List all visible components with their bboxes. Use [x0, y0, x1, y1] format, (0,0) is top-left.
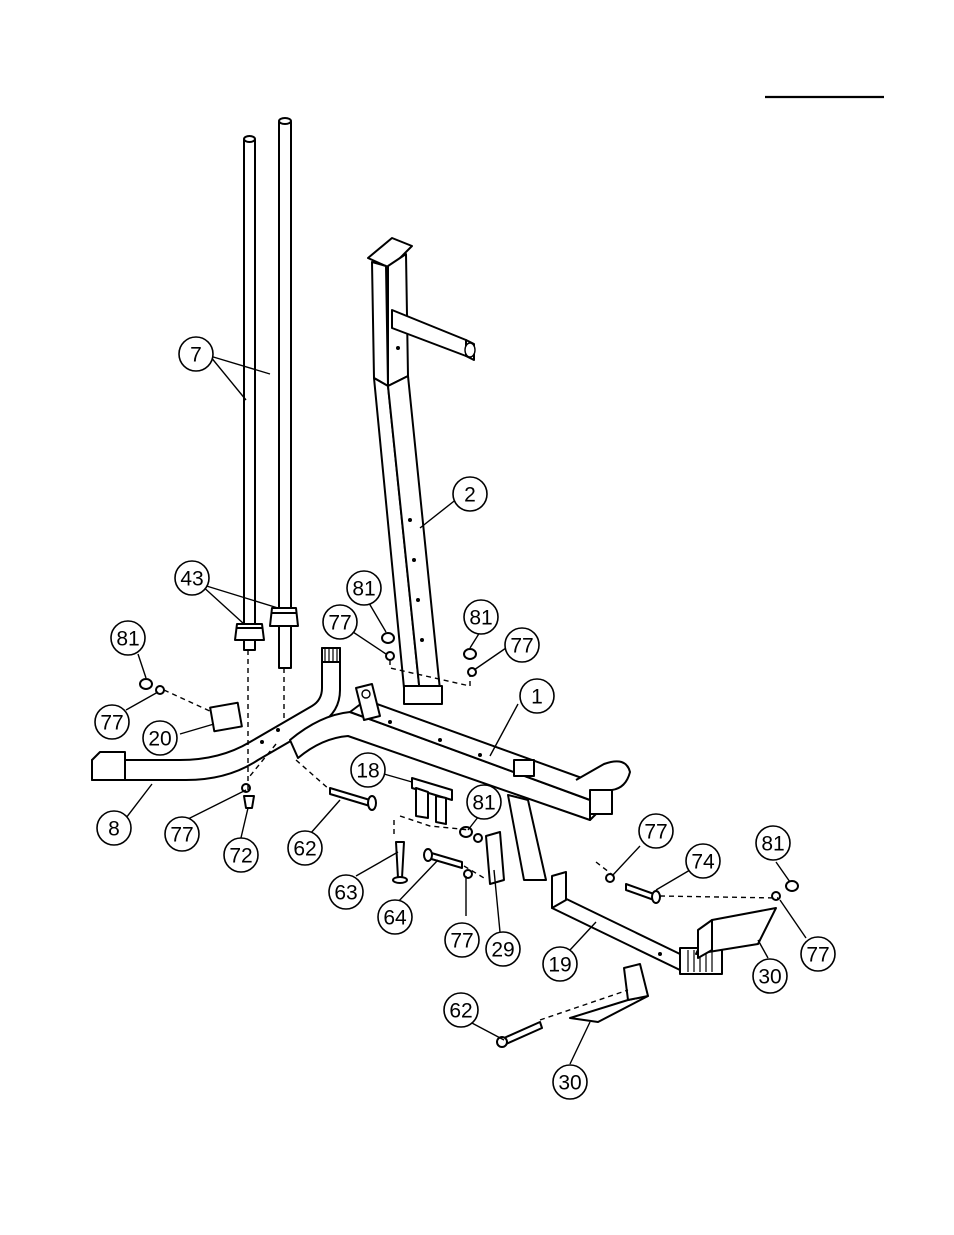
callout-label: 8 — [108, 818, 120, 841]
callout-8: 8 — [97, 811, 131, 845]
callout-label: 77 — [100, 712, 123, 735]
callout-label: 30 — [558, 1072, 581, 1095]
callout-81: 81 — [464, 600, 498, 634]
callout-label: 19 — [548, 954, 571, 977]
callout-label: 77 — [450, 930, 473, 953]
callout-label: 77 — [806, 944, 829, 967]
callout-77: 77 — [165, 817, 199, 851]
callout-label: 64 — [383, 907, 407, 930]
callout-74: 74 — [686, 844, 720, 878]
callout-label: 30 — [758, 966, 781, 989]
callout-43: 43 — [175, 561, 209, 595]
callout-77: 77 — [445, 923, 479, 957]
callout-label: 1 — [531, 686, 543, 709]
callout-label: 77 — [170, 824, 193, 847]
callout-29: 29 — [486, 932, 520, 966]
callout-63: 63 — [329, 875, 363, 909]
callout-label: 20 — [148, 728, 171, 751]
part-18-bracket — [412, 778, 452, 824]
callout-77: 77 — [505, 628, 539, 662]
callout-label: 72 — [229, 845, 252, 868]
callout-7: 7 — [179, 337, 213, 371]
callout-62: 62 — [444, 993, 478, 1027]
callout-label: 18 — [356, 760, 379, 783]
callout-label: 81 — [352, 578, 375, 601]
callout-1: 1 — [520, 679, 554, 713]
callout-20: 20 — [143, 721, 177, 755]
callout-label: 7 — [190, 344, 202, 367]
callout-77: 77 — [801, 937, 835, 971]
callout-18: 18 — [351, 753, 385, 787]
callout-19: 19 — [543, 947, 577, 981]
callout-2: 2 — [453, 477, 487, 511]
callout-72: 72 — [224, 838, 258, 872]
callout-81: 81 — [347, 571, 381, 605]
callout-label: 62 — [449, 1000, 472, 1023]
callout-label: 63 — [334, 882, 357, 905]
callout-81: 81 — [756, 826, 790, 860]
callout-77: 77 — [639, 814, 673, 848]
part-1-main-base — [290, 684, 630, 880]
callout-label: 29 — [491, 939, 514, 962]
callout-label: 77 — [328, 612, 351, 635]
callout-label: 81 — [116, 628, 139, 651]
callout-label: 74 — [691, 851, 715, 874]
callout-81: 81 — [467, 785, 501, 819]
callout-label: 77 — [644, 821, 667, 844]
callout-label: 81 — [761, 833, 784, 856]
callout-64: 64 — [378, 900, 412, 934]
part-20-plate — [210, 703, 242, 731]
callout-label: 81 — [472, 792, 495, 815]
callout-30: 30 — [553, 1065, 587, 1099]
callout-81: 81 — [111, 621, 145, 655]
callout-77: 77 — [323, 605, 357, 639]
callout-62: 62 — [288, 831, 322, 865]
callout-77: 77 — [95, 705, 129, 739]
callout-label: 81 — [469, 607, 492, 630]
callout-30: 30 — [753, 959, 787, 993]
callout-label: 2 — [464, 484, 476, 507]
callout-label: 77 — [510, 635, 533, 658]
part-7-guide-rods — [244, 118, 291, 668]
callout-label: 43 — [180, 568, 203, 591]
callout-label: 62 — [293, 838, 316, 861]
